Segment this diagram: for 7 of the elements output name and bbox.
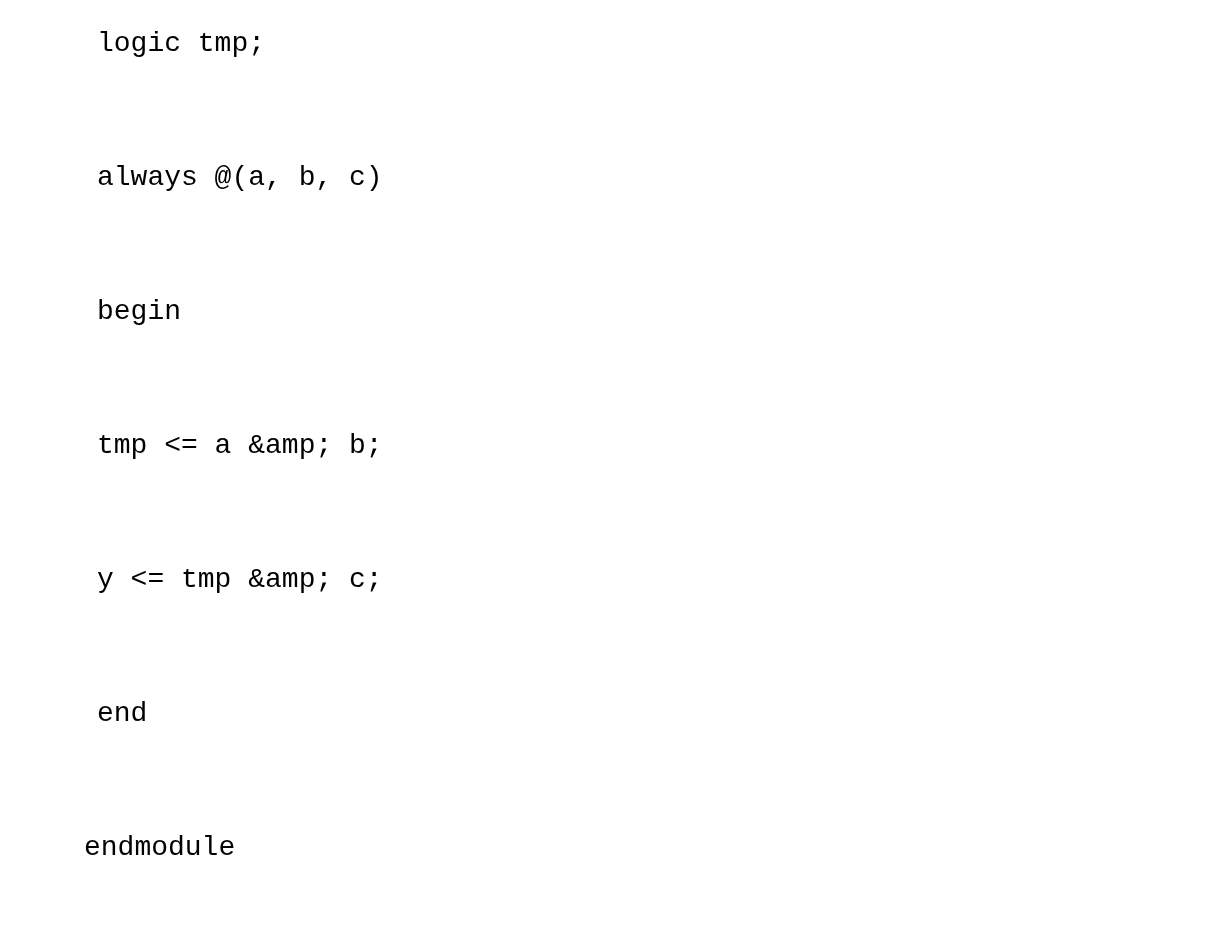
code-line: logic tmp; [97,27,266,61]
code-line: begin [97,295,181,329]
code-line: always @(a, b, c) [97,161,383,195]
code-line: end [97,697,148,731]
code-line: y <= tmp &amp; c; [97,563,383,597]
code-line: tmp <= a &amp; b; [97,429,383,463]
code-line: endmodule [84,831,236,865]
